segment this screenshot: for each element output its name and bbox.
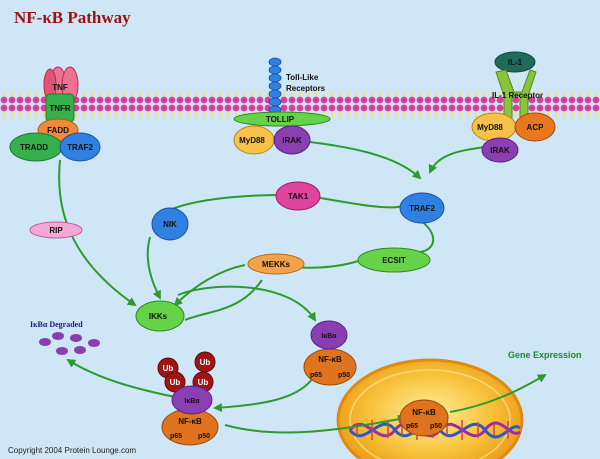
nfkb-top-label: NF-κB: [318, 355, 342, 364]
tradd-label: TRADD: [20, 143, 48, 152]
ub-label: Ub: [170, 378, 181, 387]
tak1-label: TAK1: [288, 192, 309, 201]
ub-label: Ub: [198, 378, 209, 387]
il1-label: IL-1: [508, 58, 523, 67]
p65-nucleus-label: p65: [406, 423, 418, 430]
p65-top-label: p65: [310, 372, 322, 379]
tnf-complex[interactable]: TNF TNFR FADD TRADD TRAF2: [9, 66, 101, 162]
ub-label: Ub: [163, 364, 174, 373]
tnfr-label: TNFR: [49, 104, 71, 113]
ikba-degraded-fragments: [39, 332, 100, 355]
ikba-nfkb-complex-bottom[interactable]: IκBα NF-κB p65 p50: [161, 385, 219, 446]
myd88-center-label: MyD88: [239, 136, 265, 145]
irak-right-label: IRAK: [490, 146, 510, 155]
node-rip[interactable]: RIP: [29, 221, 83, 239]
toll-like-receptor-complex[interactable]: Toll-Like Receptors TOLLIP MyD88 IRAK: [233, 57, 331, 155]
nfkb-nucleus-label: NF-κB: [412, 408, 436, 417]
p50-nucleus-label: p50: [430, 423, 442, 430]
ecsit-label: ECSIT: [382, 256, 406, 265]
rip-label: RIP: [49, 226, 63, 235]
traf2-left-label: TRAF2: [67, 143, 93, 152]
il1-receptor-complex[interactable]: IL-1 IL-1 Receptor MyD88 ACP IRAK: [471, 51, 556, 163]
nfkb-nucleus-complex[interactable]: NF-κB p65 p50: [399, 399, 449, 437]
copyright: Copyright 2004 Protein Lounge.com: [8, 446, 137, 455]
ikba-nfkb-complex-top[interactable]: IκBα NF-κB p65 p50: [303, 320, 357, 386]
ikks-label: IKKs: [149, 312, 168, 321]
myd88-right-label: MyD88: [477, 123, 503, 132]
gene-expression-label: Gene Expression: [508, 350, 582, 360]
p50-bottom-label: p50: [198, 433, 210, 440]
acp-label: ACP: [527, 123, 545, 132]
ikba-bottom-label: IκBα: [184, 398, 200, 405]
node-ecsit[interactable]: ECSIT: [357, 247, 431, 273]
toll-like-receptors-label-line2: Receptors: [286, 84, 326, 93]
irak-center-label: IRAK: [282, 136, 302, 145]
node-tak1[interactable]: TAK1: [275, 181, 321, 211]
il1-receptor-label: IL-1 Receptor: [492, 91, 543, 100]
node-mekks[interactable]: MEKKs: [247, 253, 305, 275]
nfkb-bottom-label: NF-κB: [178, 417, 202, 426]
tollip-label: TOLLIP: [266, 115, 295, 124]
tnf-label: TNF: [52, 83, 68, 92]
node-ikks[interactable]: IKKs: [135, 300, 185, 332]
p65-bottom-label: p65: [170, 433, 182, 440]
node-traf2-center[interactable]: TRAF2: [399, 192, 445, 224]
ikba-degraded-label: IκBα Degraded: [30, 320, 83, 329]
fadd-label: FADD: [47, 126, 69, 135]
ikba-top-label: IκBα: [321, 333, 337, 340]
ub-label: Ub: [200, 358, 211, 367]
mekks-label: MEKKs: [262, 260, 291, 269]
p50-top-label: p50: [338, 372, 350, 379]
node-nik[interactable]: NIK: [151, 207, 189, 241]
nik-label: NIK: [163, 220, 177, 229]
traf2-center-label: TRAF2: [409, 204, 435, 213]
toll-like-receptors-label-line1: Toll-Like: [286, 73, 319, 82]
page-title: NF-κB Pathway: [14, 8, 131, 27]
